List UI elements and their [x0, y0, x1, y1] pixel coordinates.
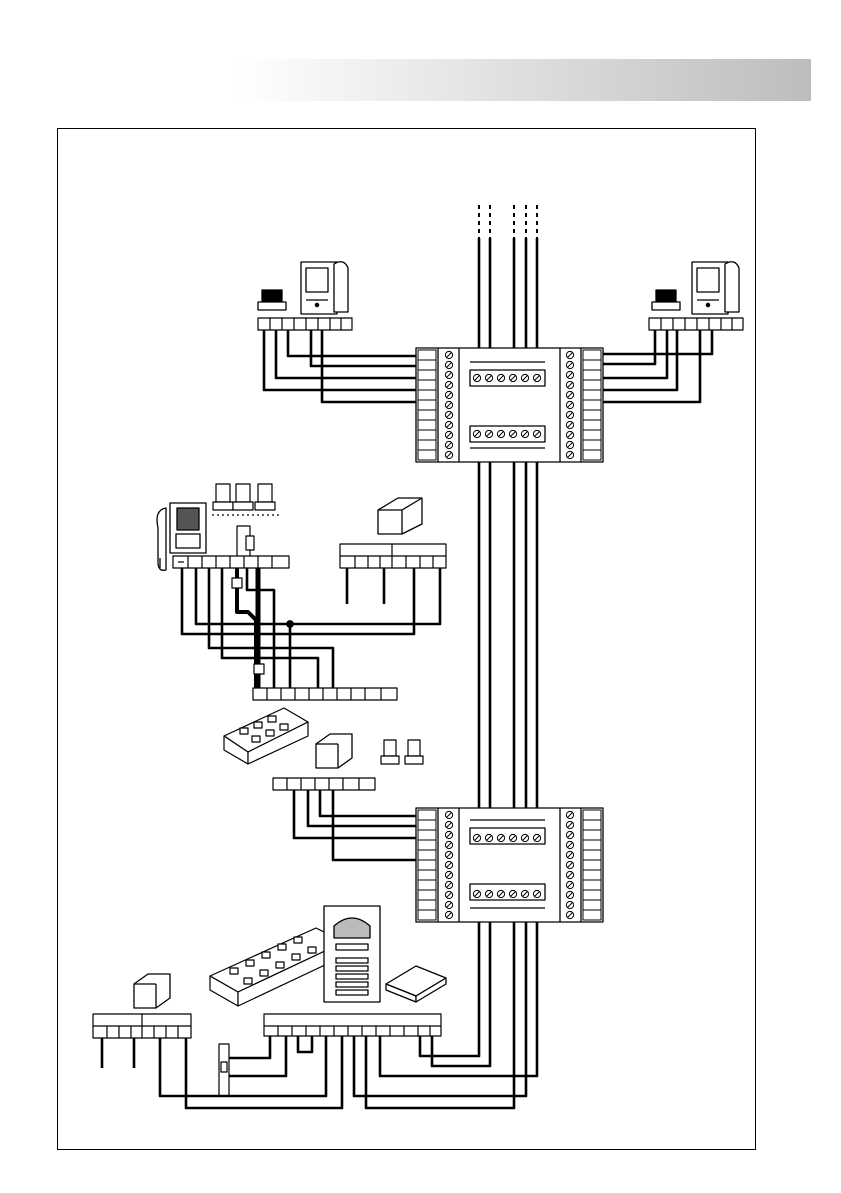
keypad-module-icon	[224, 708, 308, 764]
terminal-strip	[649, 318, 743, 330]
distributor-box-icon	[416, 808, 603, 922]
distributor-box-icon	[416, 348, 603, 462]
relay-module-icon	[381, 740, 423, 764]
riser-cables	[479, 205, 537, 808]
power-supply-icon	[378, 498, 422, 534]
terminal-strip	[264, 1014, 441, 1036]
power-supply-icon	[134, 974, 170, 1008]
terminal-strip	[253, 688, 397, 700]
terminal-strip	[173, 556, 289, 568]
terminal-strip	[258, 318, 352, 330]
video-monitor-icon	[301, 262, 348, 314]
terminal-strip	[93, 1014, 191, 1038]
relay-module-icon	[258, 290, 286, 310]
relay-module-icon	[652, 290, 680, 310]
mid-terminal-wiring	[294, 790, 416, 860]
video-monitor-icon	[692, 262, 739, 314]
monitor-left-wiring	[264, 330, 416, 402]
relay-module-icon	[212, 484, 282, 515]
master-power-wiring	[182, 568, 440, 688]
resistor-icon	[237, 526, 254, 556]
monitor-right-wiring	[603, 330, 712, 402]
decoder-module-icon	[386, 966, 446, 1002]
terminal-strip	[340, 544, 446, 568]
terminal-strip	[273, 778, 375, 790]
door-entry-panel-icon	[324, 906, 380, 1002]
power-supply-icon	[316, 734, 352, 768]
electric-lock-icon	[219, 1044, 229, 1096]
